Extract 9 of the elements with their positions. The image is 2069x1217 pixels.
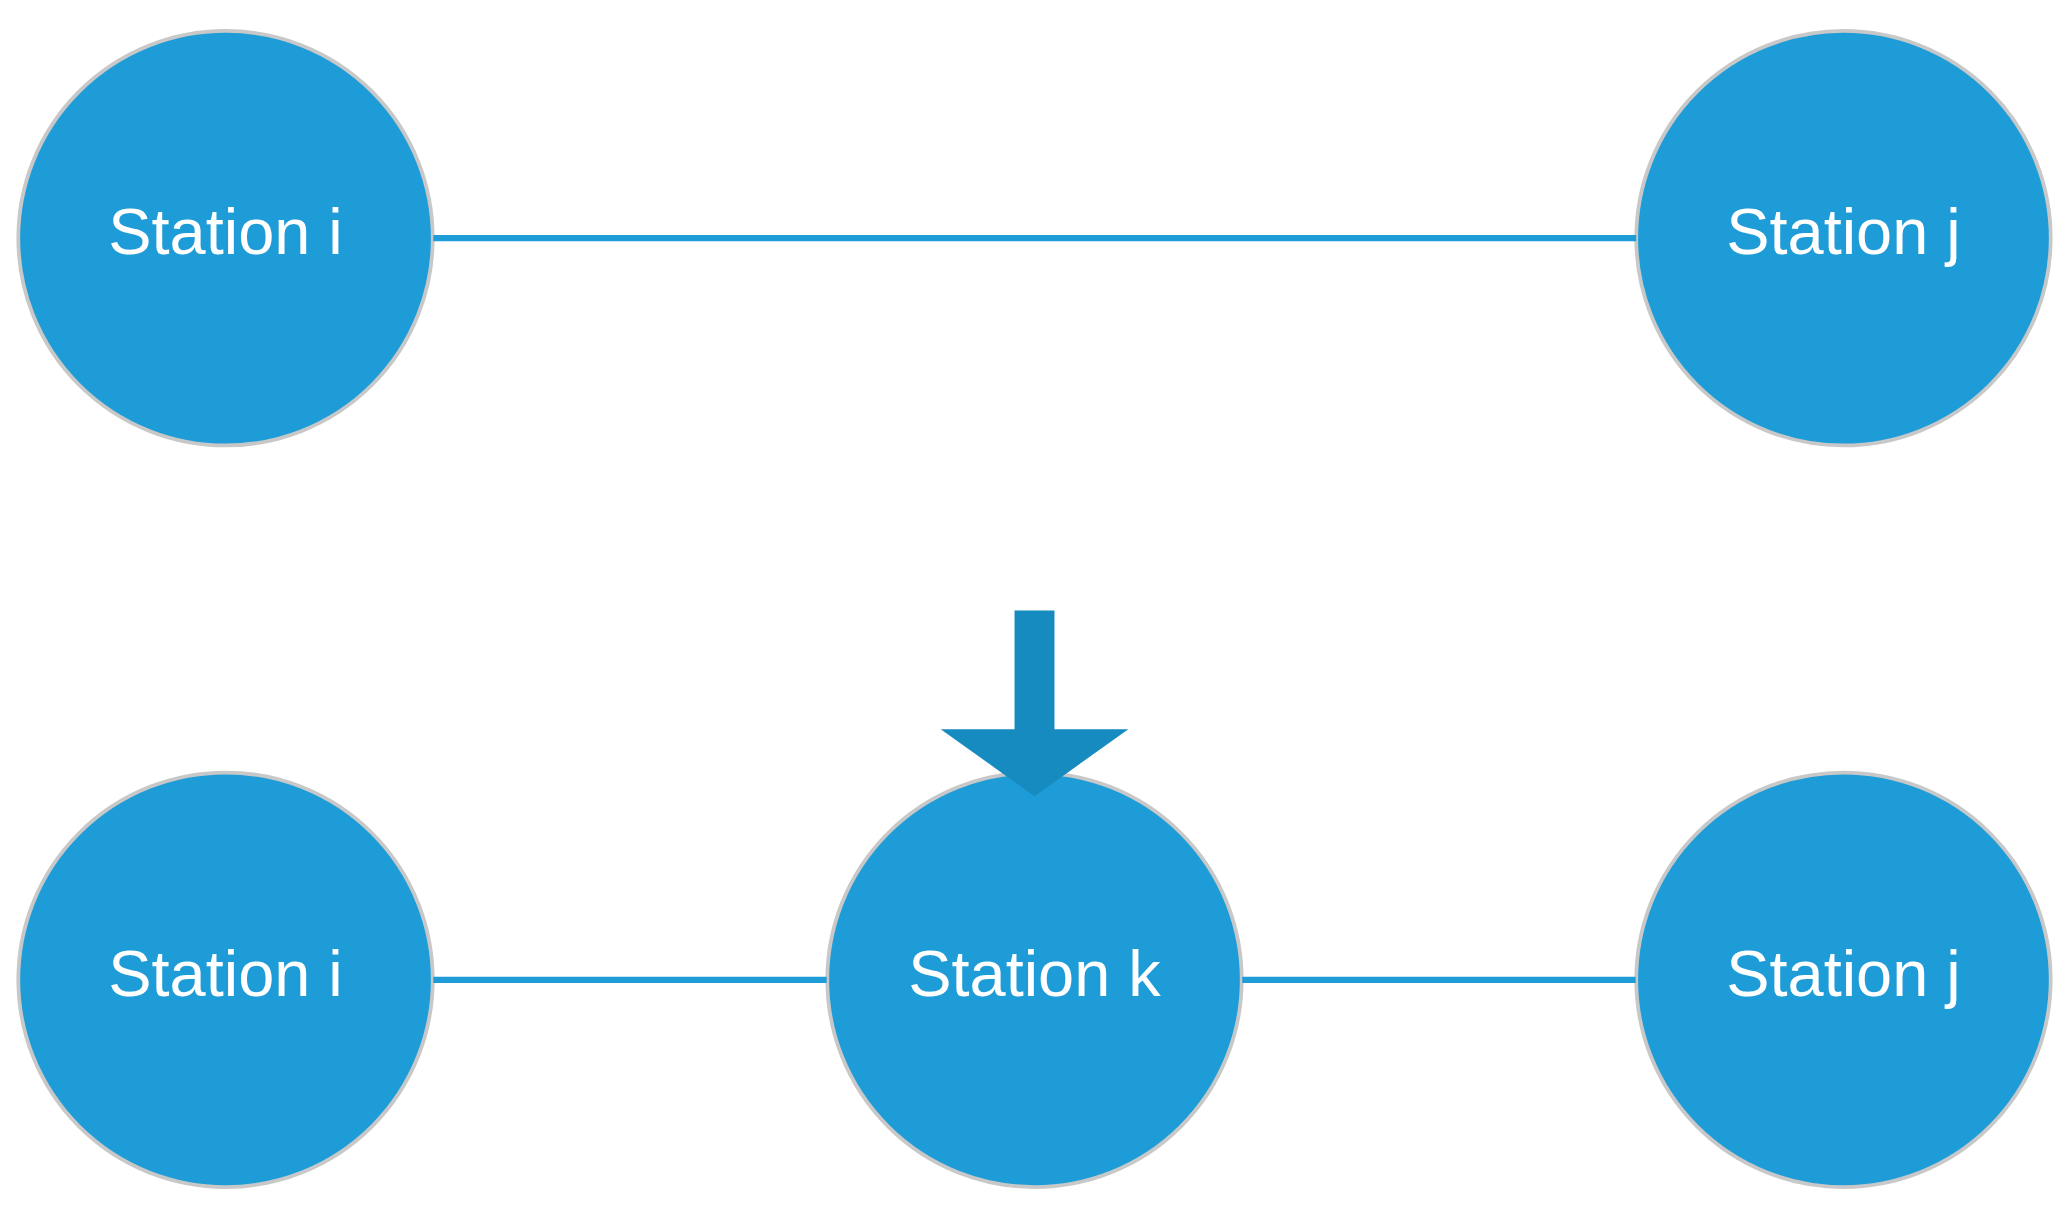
node-circle: Station i (16, 28, 435, 447)
node-circle: Station k (825, 770, 1244, 1189)
node-circle: Station i (16, 770, 435, 1189)
connector (1242, 976, 1636, 983)
arrow (940, 610, 1129, 796)
connector (433, 976, 827, 983)
connector (433, 234, 1637, 241)
node-circle: Station j (1634, 770, 2053, 1189)
node-circle: Station j (1634, 28, 2053, 447)
